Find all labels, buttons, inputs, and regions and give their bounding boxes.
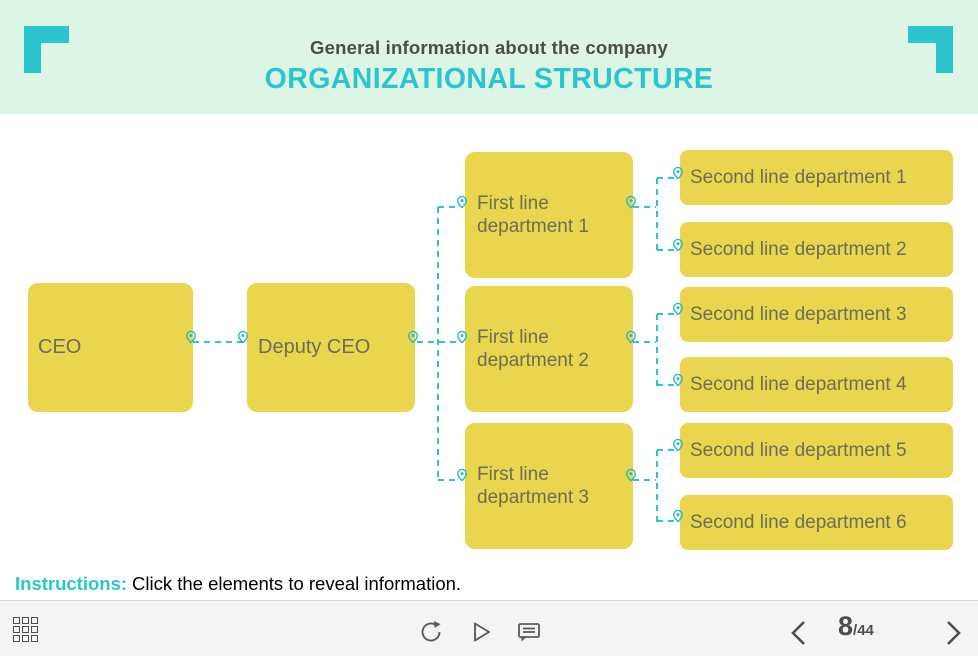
connector-line: [438, 479, 460, 481]
node-ceo[interactable]: CEO: [28, 283, 193, 412]
connector-line: [657, 384, 674, 386]
grid-icon-cell: [13, 626, 20, 633]
node-second-line-5[interactable]: Second line department 5: [680, 423, 953, 478]
page-indicator: 8/44: [838, 611, 874, 642]
node-label: Second line department 4: [690, 373, 907, 395]
connector-line: [633, 479, 656, 481]
connector-line: [417, 341, 462, 343]
node-first-line-2[interactable]: First line department 2: [465, 286, 633, 412]
grid-icon[interactable]: [13, 617, 38, 642]
connector-line: [437, 207, 439, 482]
grid-icon-cell: [31, 635, 38, 642]
grid-icon-cell: [13, 617, 20, 624]
node-first-line-1[interactable]: First line department 1: [465, 152, 633, 278]
node-label: First line department 1: [477, 192, 589, 237]
corner-bracket-icon: [24, 26, 69, 73]
node-first-line-3[interactable]: First line department 3: [465, 423, 633, 549]
instructions: Instructions:Click the elements to revea…: [15, 573, 461, 595]
header-title: General information about the company: [310, 37, 668, 58]
instructions-label: Instructions:: [15, 573, 128, 594]
grid-icon-cell: [22, 635, 29, 642]
grid-icon-cell: [22, 617, 29, 624]
page-title: ORGANIZATIONAL STRUCTURE: [264, 63, 714, 95]
corner-bracket-icon: [908, 26, 953, 73]
connector-line: [633, 206, 656, 208]
node-label: Second line department 5: [690, 439, 907, 461]
connector-line: [438, 206, 460, 208]
connector-line: [193, 341, 245, 343]
node-label: Second line department 6: [690, 511, 907, 533]
slide-header: General information about the company OR…: [0, 0, 978, 114]
node-second-line-3[interactable]: Second line department 3: [680, 287, 953, 342]
connector-line: [657, 249, 674, 251]
connector-line: [656, 450, 658, 523]
node-second-line-4[interactable]: Second line department 4: [680, 357, 953, 412]
comment-icon[interactable]: [516, 619, 542, 645]
node-label: First line department 3: [477, 463, 589, 508]
connector-line: [657, 313, 674, 315]
grid-icon-cell: [13, 635, 20, 642]
footer-divider: [0, 600, 978, 601]
page-total: /44: [853, 622, 874, 639]
connector-line: [657, 520, 674, 522]
node-second-line-6[interactable]: Second line department 6: [680, 495, 953, 550]
chevron-left-icon[interactable]: [788, 619, 810, 647]
node-label: Second line department 2: [690, 238, 907, 260]
node-label: First line department 2: [477, 326, 589, 371]
connector-line: [657, 177, 674, 179]
grid-icon-cell: [22, 626, 29, 633]
node-second-line-1[interactable]: Second line department 1: [680, 150, 953, 205]
node-label: Deputy CEO: [258, 336, 371, 358]
grid-icon-cell: [31, 626, 38, 633]
connector-line: [656, 178, 658, 252]
node-label: CEO: [38, 336, 82, 358]
connector-line: [656, 314, 658, 387]
chevron-right-icon[interactable]: [942, 619, 964, 647]
connector-line: [633, 341, 656, 343]
connector-line: [657, 449, 674, 451]
player-toolbar: [0, 601, 978, 656]
page-current: 8: [838, 611, 854, 641]
node-label: Second line department 3: [690, 303, 907, 325]
node-deputy-ceo[interactable]: Deputy CEO: [247, 283, 415, 412]
node-label: Second line department 1: [690, 166, 907, 188]
instructions-text: Click the elements to reveal information…: [132, 573, 462, 594]
refresh-icon[interactable]: [418, 619, 444, 645]
play-icon[interactable]: [468, 619, 494, 645]
grid-icon-cell: [31, 617, 38, 624]
node-second-line-2[interactable]: Second line department 2: [680, 222, 953, 277]
